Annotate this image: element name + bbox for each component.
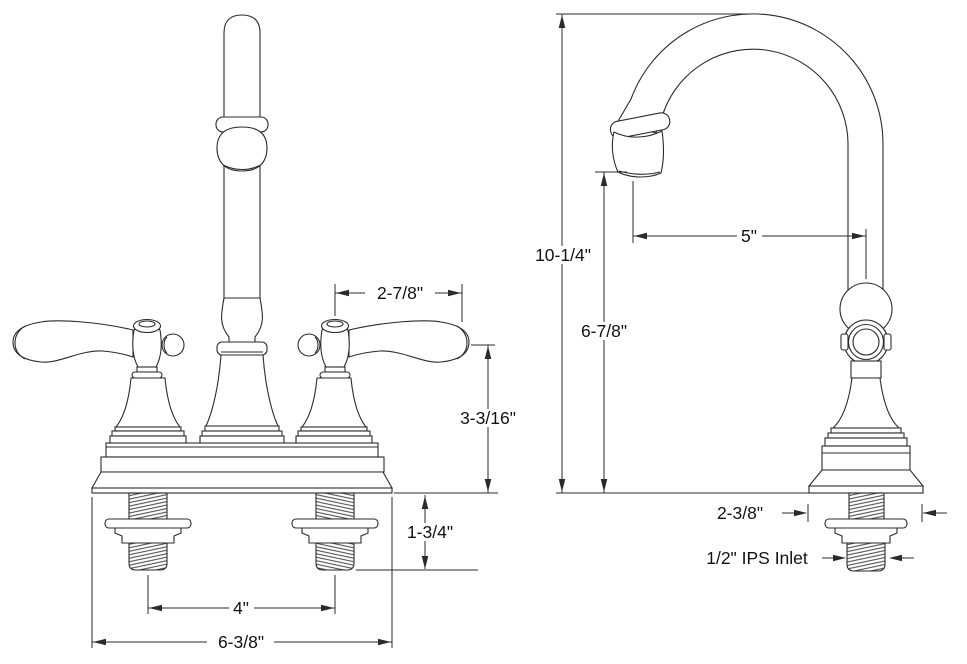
label-shank-height: 1-3/4" bbox=[407, 522, 453, 542]
label-handle-width: 2-7/8" bbox=[377, 283, 423, 303]
side-view bbox=[609, 13, 925, 572]
front-view bbox=[12, 14, 470, 571]
side-body-cone bbox=[831, 377, 901, 429]
side-dimensions: 10-1/4" 6-7/8" 5" 2-3/8" bbox=[529, 13, 947, 568]
side-spout-tip-collar bbox=[609, 112, 671, 139]
front-column-trumpet bbox=[221, 297, 263, 345]
front-dimensions: 2-7/8" 3-3/16" 1-3/4" 4" bbox=[91, 283, 521, 652]
front-column-base-cone bbox=[205, 354, 279, 427]
dim-overall-width: 6-3/8" bbox=[91, 497, 393, 652]
dim-faucet-centers: 4" bbox=[147, 575, 336, 618]
label-faucet-centers: 4" bbox=[233, 598, 249, 618]
dim-overall-height: 10-1/4" bbox=[529, 13, 810, 494]
dim-spout-reach: 5" bbox=[632, 181, 867, 279]
label-spout-reach: 5" bbox=[741, 226, 757, 246]
label-inlet: 1/2" IPS Inlet bbox=[706, 548, 808, 568]
dim-spout-clearance: 6-7/8" bbox=[576, 171, 633, 493]
side-gooseneck-spout bbox=[616, 13, 884, 301]
side-spout-tip bbox=[611, 130, 664, 178]
dim-handle-height: 3-3/16" bbox=[394, 344, 521, 494]
front-left-shank bbox=[104, 492, 192, 571]
front-spout-ball bbox=[216, 126, 268, 172]
side-handle-stem bbox=[850, 360, 882, 379]
side-deck bbox=[807, 445, 925, 494]
label-overall-height: 10-1/4" bbox=[535, 245, 591, 265]
front-deck bbox=[91, 442, 393, 494]
label-overall-width: 6-3/8" bbox=[218, 632, 264, 652]
label-handle-height: 3-3/16" bbox=[460, 408, 516, 428]
dim-shank-height: 1-3/4" bbox=[356, 495, 478, 571]
label-base-depth: 2-3/8" bbox=[717, 503, 763, 523]
front-right-handle bbox=[295, 318, 470, 445]
side-shank bbox=[824, 492, 908, 572]
label-spout-clearance: 6-7/8" bbox=[581, 321, 627, 341]
front-right-shank bbox=[291, 492, 379, 571]
dim-handle-width: 2-7/8" bbox=[334, 283, 463, 322]
dim-base-depth: 2-3/8" bbox=[717, 503, 947, 523]
front-left-handle bbox=[12, 318, 187, 445]
dim-inlet: 1/2" IPS Inlet bbox=[706, 548, 914, 568]
